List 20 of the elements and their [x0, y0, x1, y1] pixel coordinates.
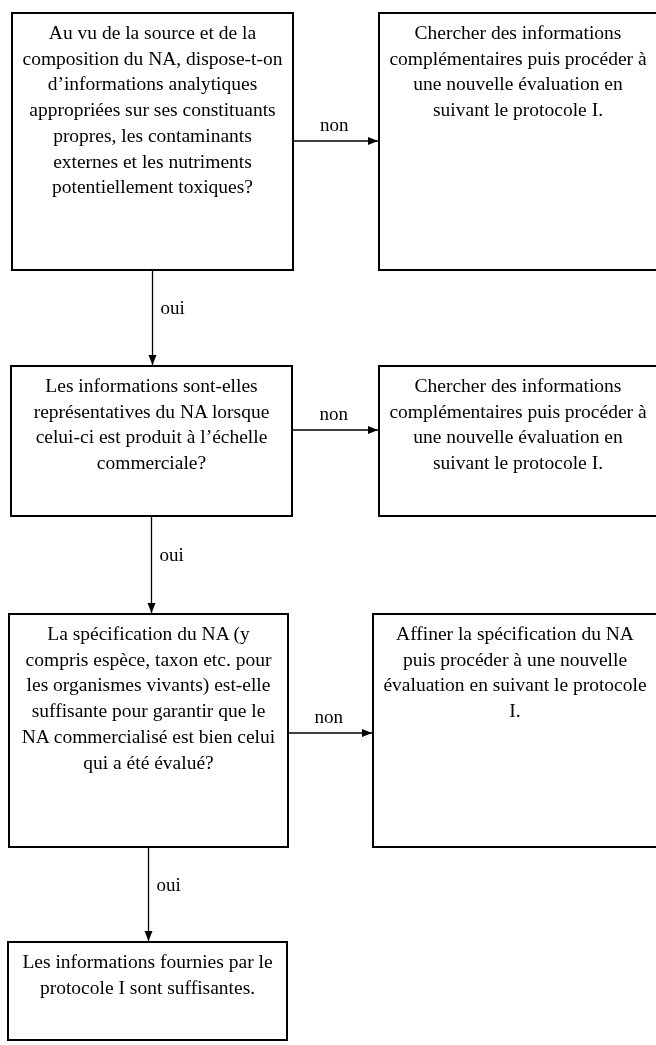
process-box [378, 12, 656, 271]
arrow [293, 137, 379, 145]
arrow [147, 516, 156, 614]
arrow [292, 426, 379, 434]
box-text: Les informations sont-elles représentatives du NA lorsque celui-ci est produit à l’échelle commerciale? [32, 374, 271, 476]
box-text: Affiner la spécification du NA puis procéder à une nouvelle évaluation en suivant le protocole I. [382, 622, 648, 724]
process-box [11, 12, 294, 271]
process-box [8, 613, 289, 848]
process-box [10, 365, 293, 517]
process-box [378, 365, 656, 517]
arrow [148, 270, 157, 366]
process-box [372, 613, 656, 848]
arrow [288, 729, 373, 737]
box-text: Chercher des informations complémentaires puis procéder à une nouvelle évaluation en suivant le protocole I. [388, 374, 648, 476]
box-text: Les informations fournies par le protocole I sont suffisantes. [21, 950, 274, 1000]
process-box [7, 941, 288, 1041]
box-text: Au vu de la source et de la composition du NA, dispose-t-on d’informations analytiques appropriées sur ses constituants propres, les contaminants externes et les nutriments potentiellement toxiques? [21, 21, 284, 200]
arrow [144, 847, 153, 942]
box-text: Chercher des informations complémentaires puis procéder à une nouvelle évaluation en suivant le protocole I. [388, 21, 648, 123]
box-text: La spécification du NA (y compris espèce, taxon etc. pour les organismes vivants) est-elle suffisante pour garantir que le NA commercialisé est bien celui qui a été évalué? [20, 622, 277, 775]
